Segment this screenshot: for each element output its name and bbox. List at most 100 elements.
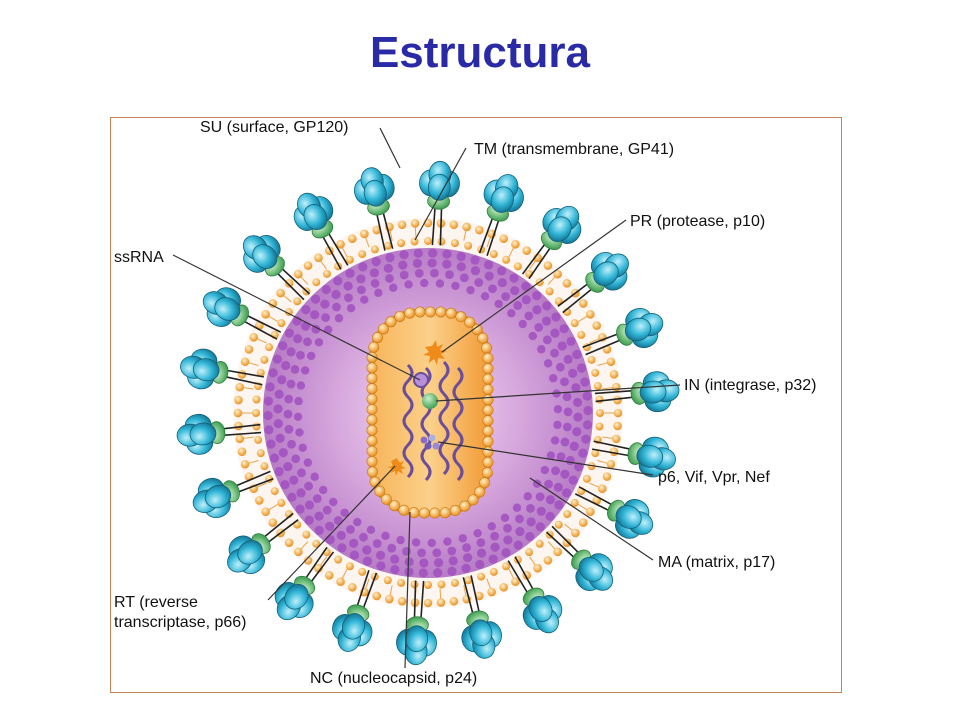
lipid-bead-outer [348, 234, 357, 244]
matrix-dot [462, 543, 471, 552]
matrix-dot [343, 281, 353, 291]
matrix-dot [321, 313, 330, 322]
gp120-spike-head [396, 625, 437, 666]
matrix-dot [483, 260, 494, 270]
lipid-bead-outer [336, 577, 345, 586]
gp120-lobe [204, 484, 232, 509]
matrix-dot [473, 528, 482, 538]
lipid-tail [597, 362, 608, 366]
tm-stalk [514, 556, 536, 593]
lipid-bead-outer [511, 240, 520, 249]
tm-stalk [578, 486, 615, 507]
matrix-dot [390, 554, 400, 564]
lipid-bead-outer [233, 408, 243, 418]
matrix-dot [573, 412, 583, 422]
lipid-bead-outer [606, 459, 616, 469]
lipid-bead-inner [525, 548, 534, 557]
tm-stalk [470, 575, 481, 615]
lipid-bead-inner [502, 255, 511, 264]
lipid-bead-outer [397, 220, 407, 230]
figure-frame [110, 117, 842, 693]
lipid-bead-inner [358, 250, 367, 259]
matrix-dot [278, 341, 288, 351]
matrix-dot [494, 299, 503, 309]
lipid-bead-inner [595, 395, 604, 404]
tm-stalk [220, 423, 261, 430]
gp120-lobe [593, 261, 619, 286]
gp120-lobe [192, 358, 220, 382]
matrix-dot [287, 492, 297, 502]
lipid-bead-inner [563, 510, 572, 519]
label-rt-line1: RT (reverse [114, 594, 198, 611]
matrix-dot [540, 465, 550, 475]
tm-stalk [261, 512, 294, 540]
transmembrane-stalks [220, 205, 636, 621]
matrix-dot [287, 439, 296, 449]
tm-stalk [265, 519, 299, 545]
tm-stalk [528, 245, 553, 280]
lipid-bead-outer [284, 538, 294, 547]
matrix-dot [321, 284, 331, 295]
matrix-dot [556, 452, 566, 461]
capsid-bead [404, 307, 416, 319]
matrix-dot [562, 392, 572, 402]
matrix-dot [501, 548, 511, 558]
accessory-protein-dot-1 [420, 436, 428, 444]
matrix-dot [263, 410, 273, 421]
lipid-bead-outer [449, 220, 459, 230]
capsid-bead [439, 507, 451, 519]
lipid-bead-inner [302, 530, 311, 539]
lipid-tail [547, 276, 556, 285]
lipid-bead-outer [235, 382, 245, 392]
lipid-bead-outer [294, 547, 303, 557]
gp120-spike-head [542, 205, 582, 244]
gp120-lobe [427, 173, 451, 201]
matrix-dot [358, 262, 368, 272]
lipid-bead-inner [593, 382, 602, 391]
matrix-dot [296, 350, 305, 360]
matrix-dot [325, 535, 335, 545]
matrix-dot [404, 567, 414, 577]
matrix-dot [381, 531, 390, 541]
matrix-dot [443, 537, 452, 546]
capsid-bead [366, 362, 378, 374]
tm-stalk [595, 396, 636, 403]
lipid-tail [300, 541, 309, 550]
lipid-bead-outer [240, 357, 250, 367]
lipid-bead-inner [370, 245, 379, 254]
matrix-dot [550, 436, 560, 445]
tm-stalk [224, 369, 265, 378]
lipid-bead-outer [303, 556, 313, 565]
tm-stalk [326, 230, 349, 266]
matrix-dot [546, 451, 556, 460]
matrix-dot [277, 375, 287, 385]
tm-stalk [381, 209, 394, 249]
matrix-dot [542, 301, 552, 311]
matrix-dot [515, 514, 524, 524]
protease-icon [423, 340, 447, 365]
matrix-dot [319, 485, 328, 495]
lipid-bead-outer [268, 299, 278, 308]
lipid-tail [283, 295, 292, 303]
matrix-dot [399, 270, 409, 280]
matrix-dot [543, 359, 553, 368]
capsid-bead [482, 404, 494, 416]
matrix-dot [512, 503, 522, 512]
matrix-dot [293, 334, 303, 344]
lipid-bead-inner [545, 287, 554, 296]
capsid-bead [380, 493, 392, 505]
matrix-dot [427, 258, 437, 268]
lipid-tail [243, 387, 254, 390]
lipid-bead-outer [562, 538, 572, 547]
lipid-bead-inner [345, 255, 354, 264]
tm-stalk [279, 266, 311, 295]
matrix-dot [263, 396, 274, 406]
matrix-dot [360, 295, 369, 304]
leader-ssrna [172, 254, 421, 381]
matrix-dot [568, 368, 578, 379]
matrix-dot [532, 291, 542, 301]
matrix-dot [580, 377, 590, 387]
gp120-lobe [624, 317, 652, 342]
capsid-bead [464, 316, 476, 328]
matrix-dot [418, 568, 428, 578]
